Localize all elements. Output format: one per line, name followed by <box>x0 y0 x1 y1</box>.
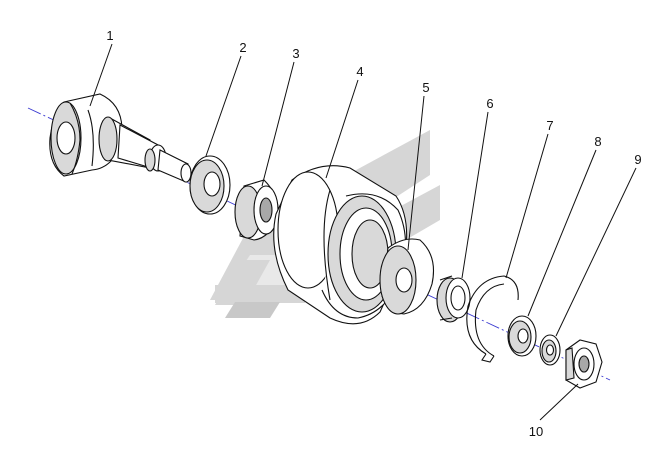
lock-washer-part-9 <box>539 334 561 366</box>
callout-8: 8 <box>594 134 601 149</box>
callout-6: 6 <box>486 96 493 111</box>
leader-lines <box>89 43 637 421</box>
leader-line-3 <box>261 61 295 187</box>
leader-line-7 <box>505 133 549 279</box>
pin-part-1 <box>49 93 192 183</box>
seal-part-5 <box>379 238 435 315</box>
callout-5: 5 <box>422 80 429 95</box>
bearing-part-6 <box>436 275 471 323</box>
hex-nut-part-10 <box>565 339 603 389</box>
callout-4: 4 <box>356 64 363 79</box>
callout-7: 7 <box>546 118 553 133</box>
callout-1: 1 <box>106 28 113 43</box>
retaining-ring-part-7 <box>466 275 519 363</box>
callout-3: 3 <box>292 46 299 61</box>
callout-labels: 1 2 3 4 5 6 7 8 9 10 <box>106 28 641 439</box>
leader-line-4 <box>325 79 359 179</box>
callout-2: 2 <box>239 40 246 55</box>
leader-line-1 <box>89 43 113 107</box>
leader-line-10 <box>539 383 579 421</box>
leader-line-8 <box>527 149 597 317</box>
washer-part-8 <box>507 315 537 357</box>
bushing-part-3 <box>234 179 279 241</box>
washer-part-2 <box>189 155 231 215</box>
callout-9: 9 <box>634 152 641 167</box>
callout-10: 10 <box>529 424 543 439</box>
leader-line-5 <box>407 95 425 251</box>
leader-line-9 <box>555 167 637 337</box>
leader-line-6 <box>461 111 489 279</box>
leader-line-2 <box>205 55 242 157</box>
